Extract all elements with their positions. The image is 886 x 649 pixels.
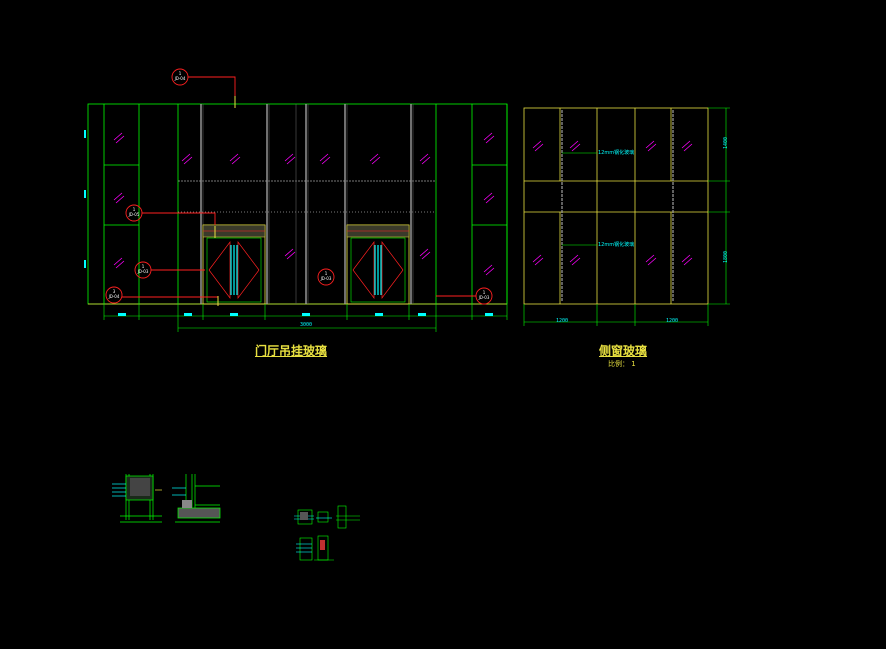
mullions [200, 104, 412, 304]
detail-section-2 [294, 505, 360, 561]
dim-right-h2: 1800 [723, 250, 730, 264]
side-window-elevation [523, 107, 730, 326]
lobby-glass-title: 门厅吊挂玻璃 [255, 344, 328, 358]
elevation-outline [87, 103, 508, 305]
dim-right-h1: 1400 [723, 136, 730, 150]
glass-marks-right [532, 140, 693, 266]
dim-right-w1: 1200 [556, 318, 569, 324]
door-left [202, 224, 266, 305]
door-right [346, 224, 410, 305]
scale-label: 比例： 1 [608, 360, 636, 368]
dim-bottom-total: 3000 [300, 322, 313, 328]
detail-section-1 [112, 474, 221, 523]
callouts [105, 68, 493, 305]
lobby-elevation [87, 103, 508, 305]
glass-note-2: 12mm钢化玻璃 [598, 242, 635, 248]
dim-right-w2: 1200 [666, 318, 679, 324]
glass-note-1: 12mm钢化玻璃 [598, 150, 635, 156]
side-window-title: 侧窗玻璃 [599, 344, 648, 358]
glass-marks-left [113, 132, 495, 276]
